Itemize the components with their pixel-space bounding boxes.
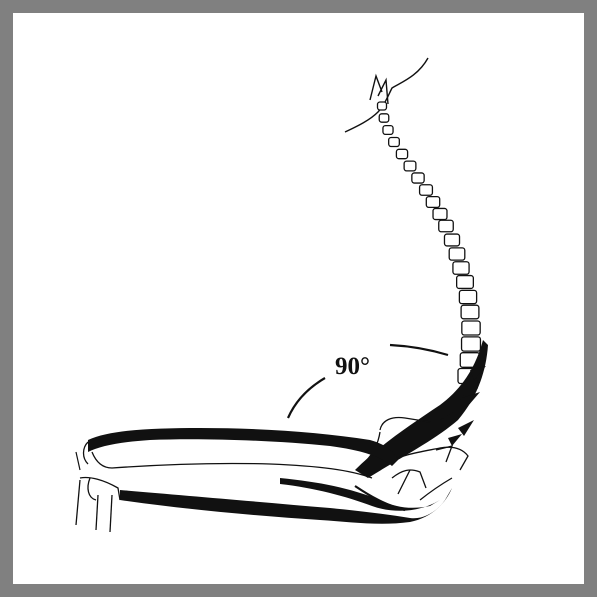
vertebra — [426, 197, 439, 208]
vertebra — [383, 126, 393, 135]
thigh-femur — [76, 428, 398, 478]
angle-label: 90° — [335, 353, 370, 380]
vertebra — [412, 173, 424, 183]
vertebra — [444, 234, 459, 246]
vertebra — [453, 262, 469, 275]
vertebra — [433, 208, 447, 219]
vertebra — [389, 137, 400, 146]
vertebra — [379, 114, 389, 122]
spine-hip-illustration: 90° — [13, 13, 584, 584]
vertebra — [439, 220, 454, 232]
vertebra — [459, 290, 476, 303]
vertebra — [378, 102, 387, 110]
vertebra — [462, 321, 480, 335]
vertebra — [420, 185, 433, 195]
vertebra — [404, 161, 416, 171]
vertebra — [461, 305, 479, 319]
illustration-canvas: 90° — [13, 13, 584, 584]
knee-lower-leg — [76, 477, 120, 532]
vertebral-column — [378, 102, 481, 384]
vertebra — [449, 248, 465, 260]
vertebra — [457, 276, 474, 289]
vertebra — [462, 337, 481, 351]
vertebra — [396, 149, 407, 158]
